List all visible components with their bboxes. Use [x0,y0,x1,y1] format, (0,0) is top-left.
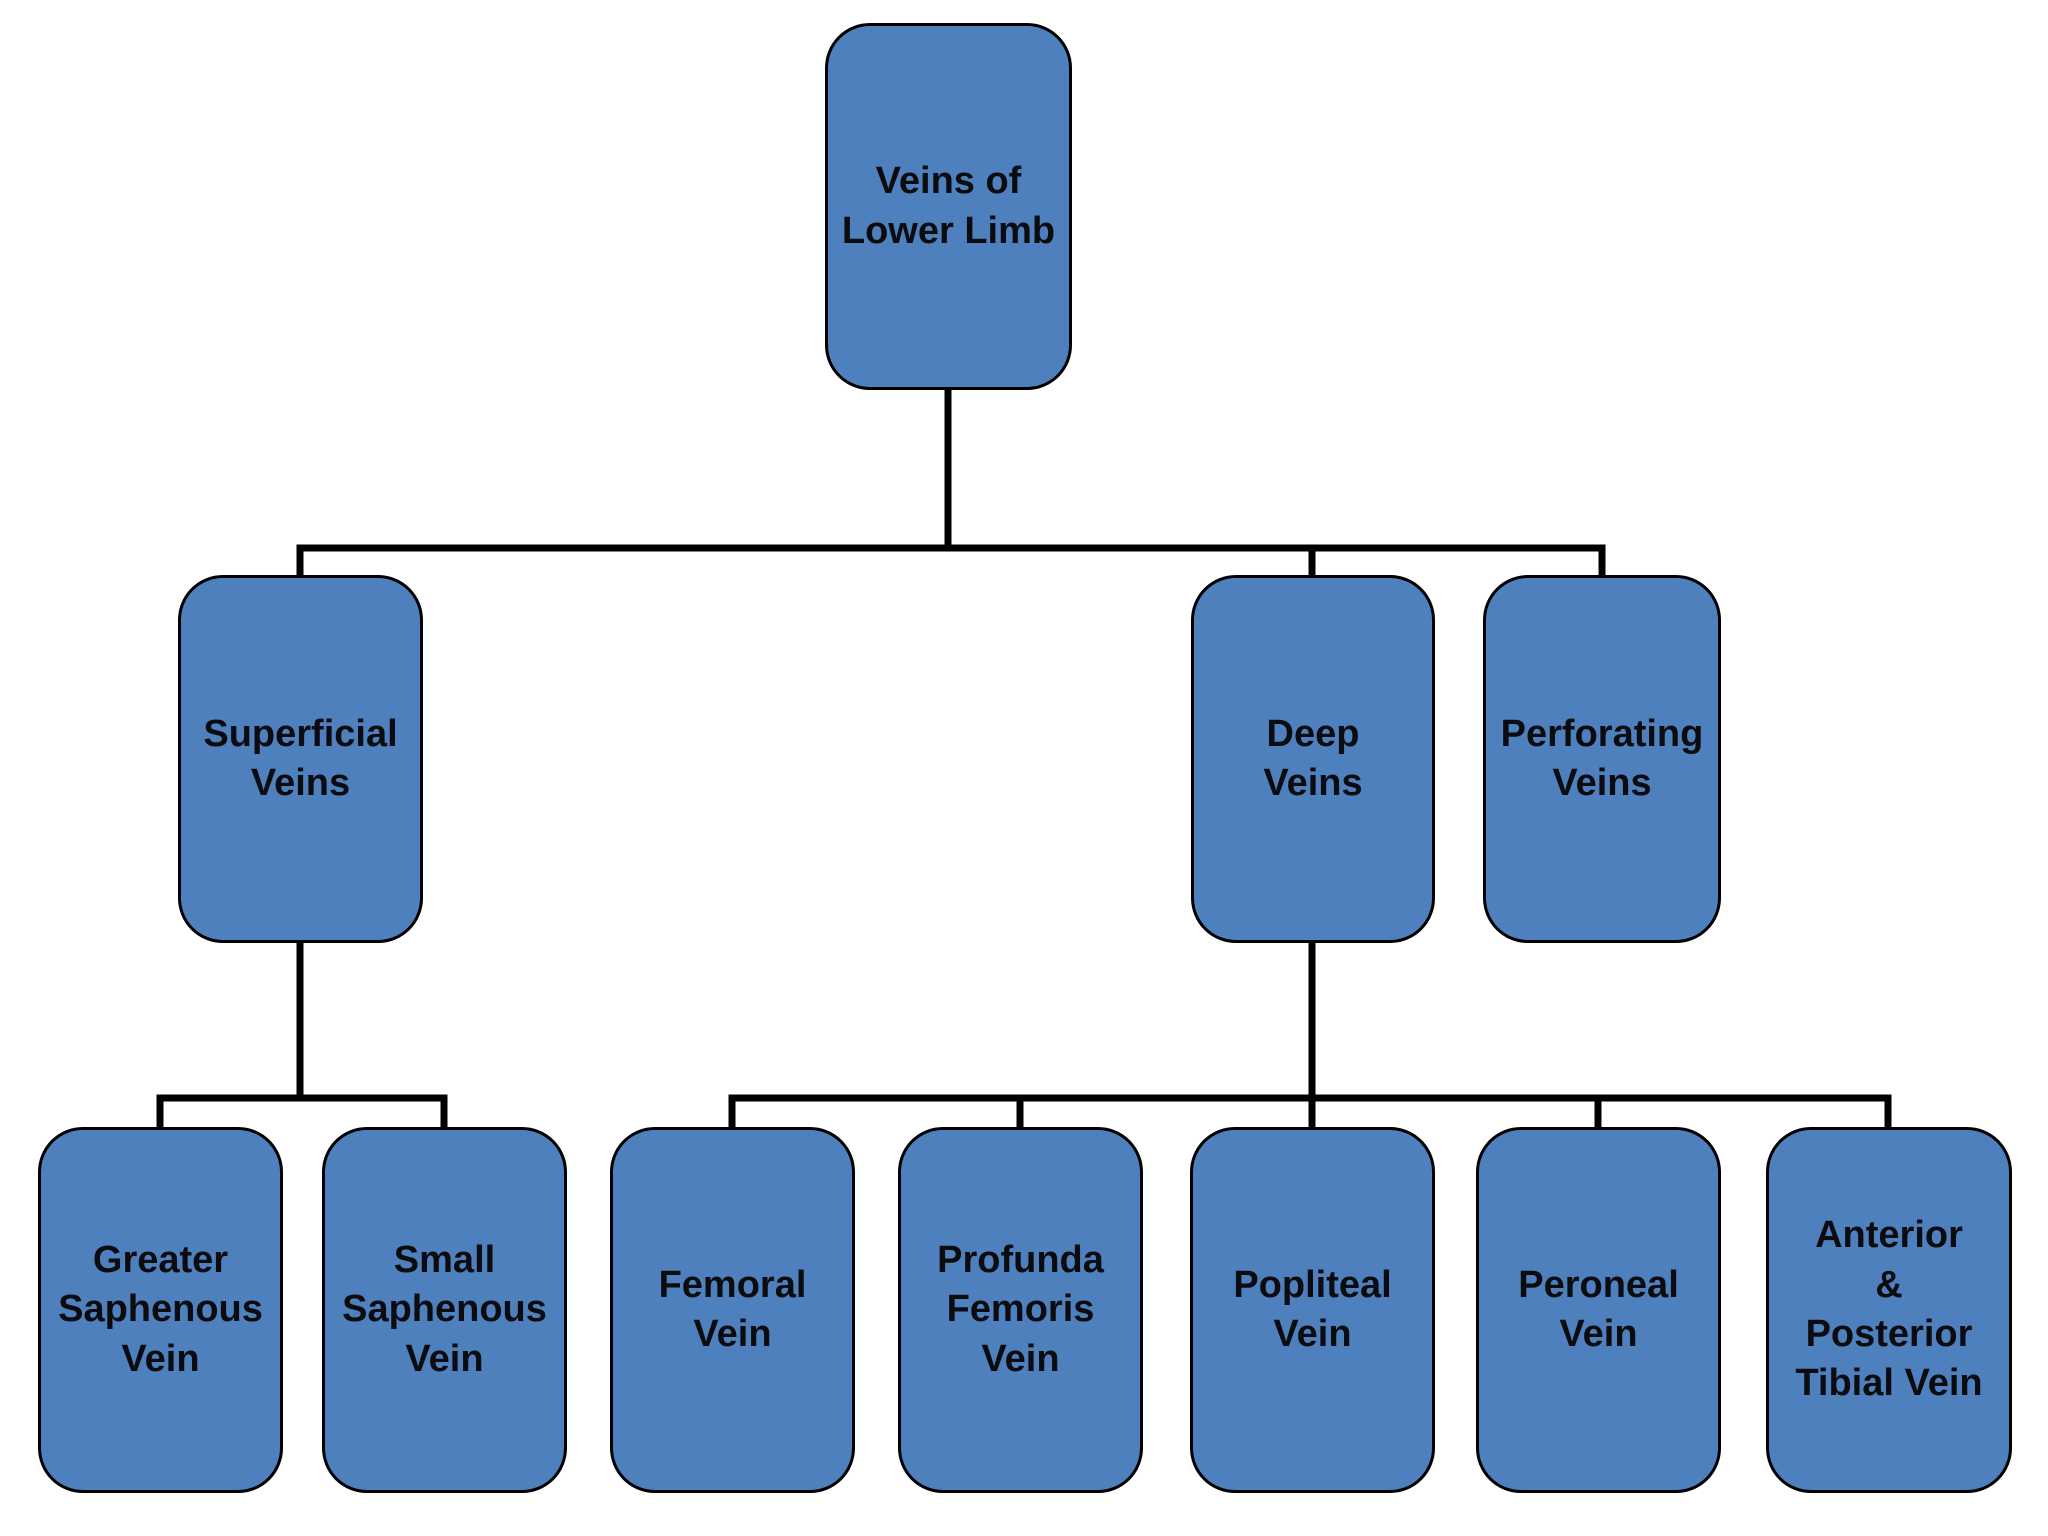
node-label: Femoral Vein [658,1263,807,1355]
connector-superficial-to-children [156,941,448,1130]
node-label: Peroneal Vein [1518,1263,1679,1355]
connector-root-to-level1 [296,390,1606,578]
connector-deep-to-children [728,941,1892,1130]
node-perforating-veins: Perforating Veins [1483,575,1721,943]
node-label: Profunda Femoris Vein [937,1238,1104,1380]
node-veins-of-lower-limb: Veins of Lower Limb [825,23,1072,390]
node-anterior-posterior-tibial-vein: Anterior & Posterior Tibial Vein [1766,1127,2012,1493]
node-label: Deep Veins [1263,712,1363,804]
node-peroneal-vein: Peroneal Vein [1476,1127,1721,1493]
node-label: Superficial Veins [203,712,398,804]
node-profunda-femoris-vein: Profunda Femoris Vein [898,1127,1143,1493]
node-label: Veins of Lower Limb [841,160,1056,252]
node-deep-veins: Deep Veins [1191,575,1435,943]
node-small-saphenous-vein: Small Saphenous Vein [322,1127,567,1493]
node-label: Small Saphenous Vein [342,1238,547,1380]
node-label: Perforating Veins [1500,712,1704,804]
node-superficial-veins: Superficial Veins [178,575,423,943]
node-femoral-vein: Femoral Vein [610,1127,855,1493]
node-popliteal-vein: Popliteal Vein [1190,1127,1435,1493]
node-label: Popliteal Vein [1233,1263,1392,1355]
node-label: Anterior & Posterior Tibial Vein [1795,1214,1983,1405]
node-greater-saphenous-vein: Greater Saphenous Vein [38,1127,283,1493]
node-label: Greater Saphenous Vein [58,1238,263,1380]
